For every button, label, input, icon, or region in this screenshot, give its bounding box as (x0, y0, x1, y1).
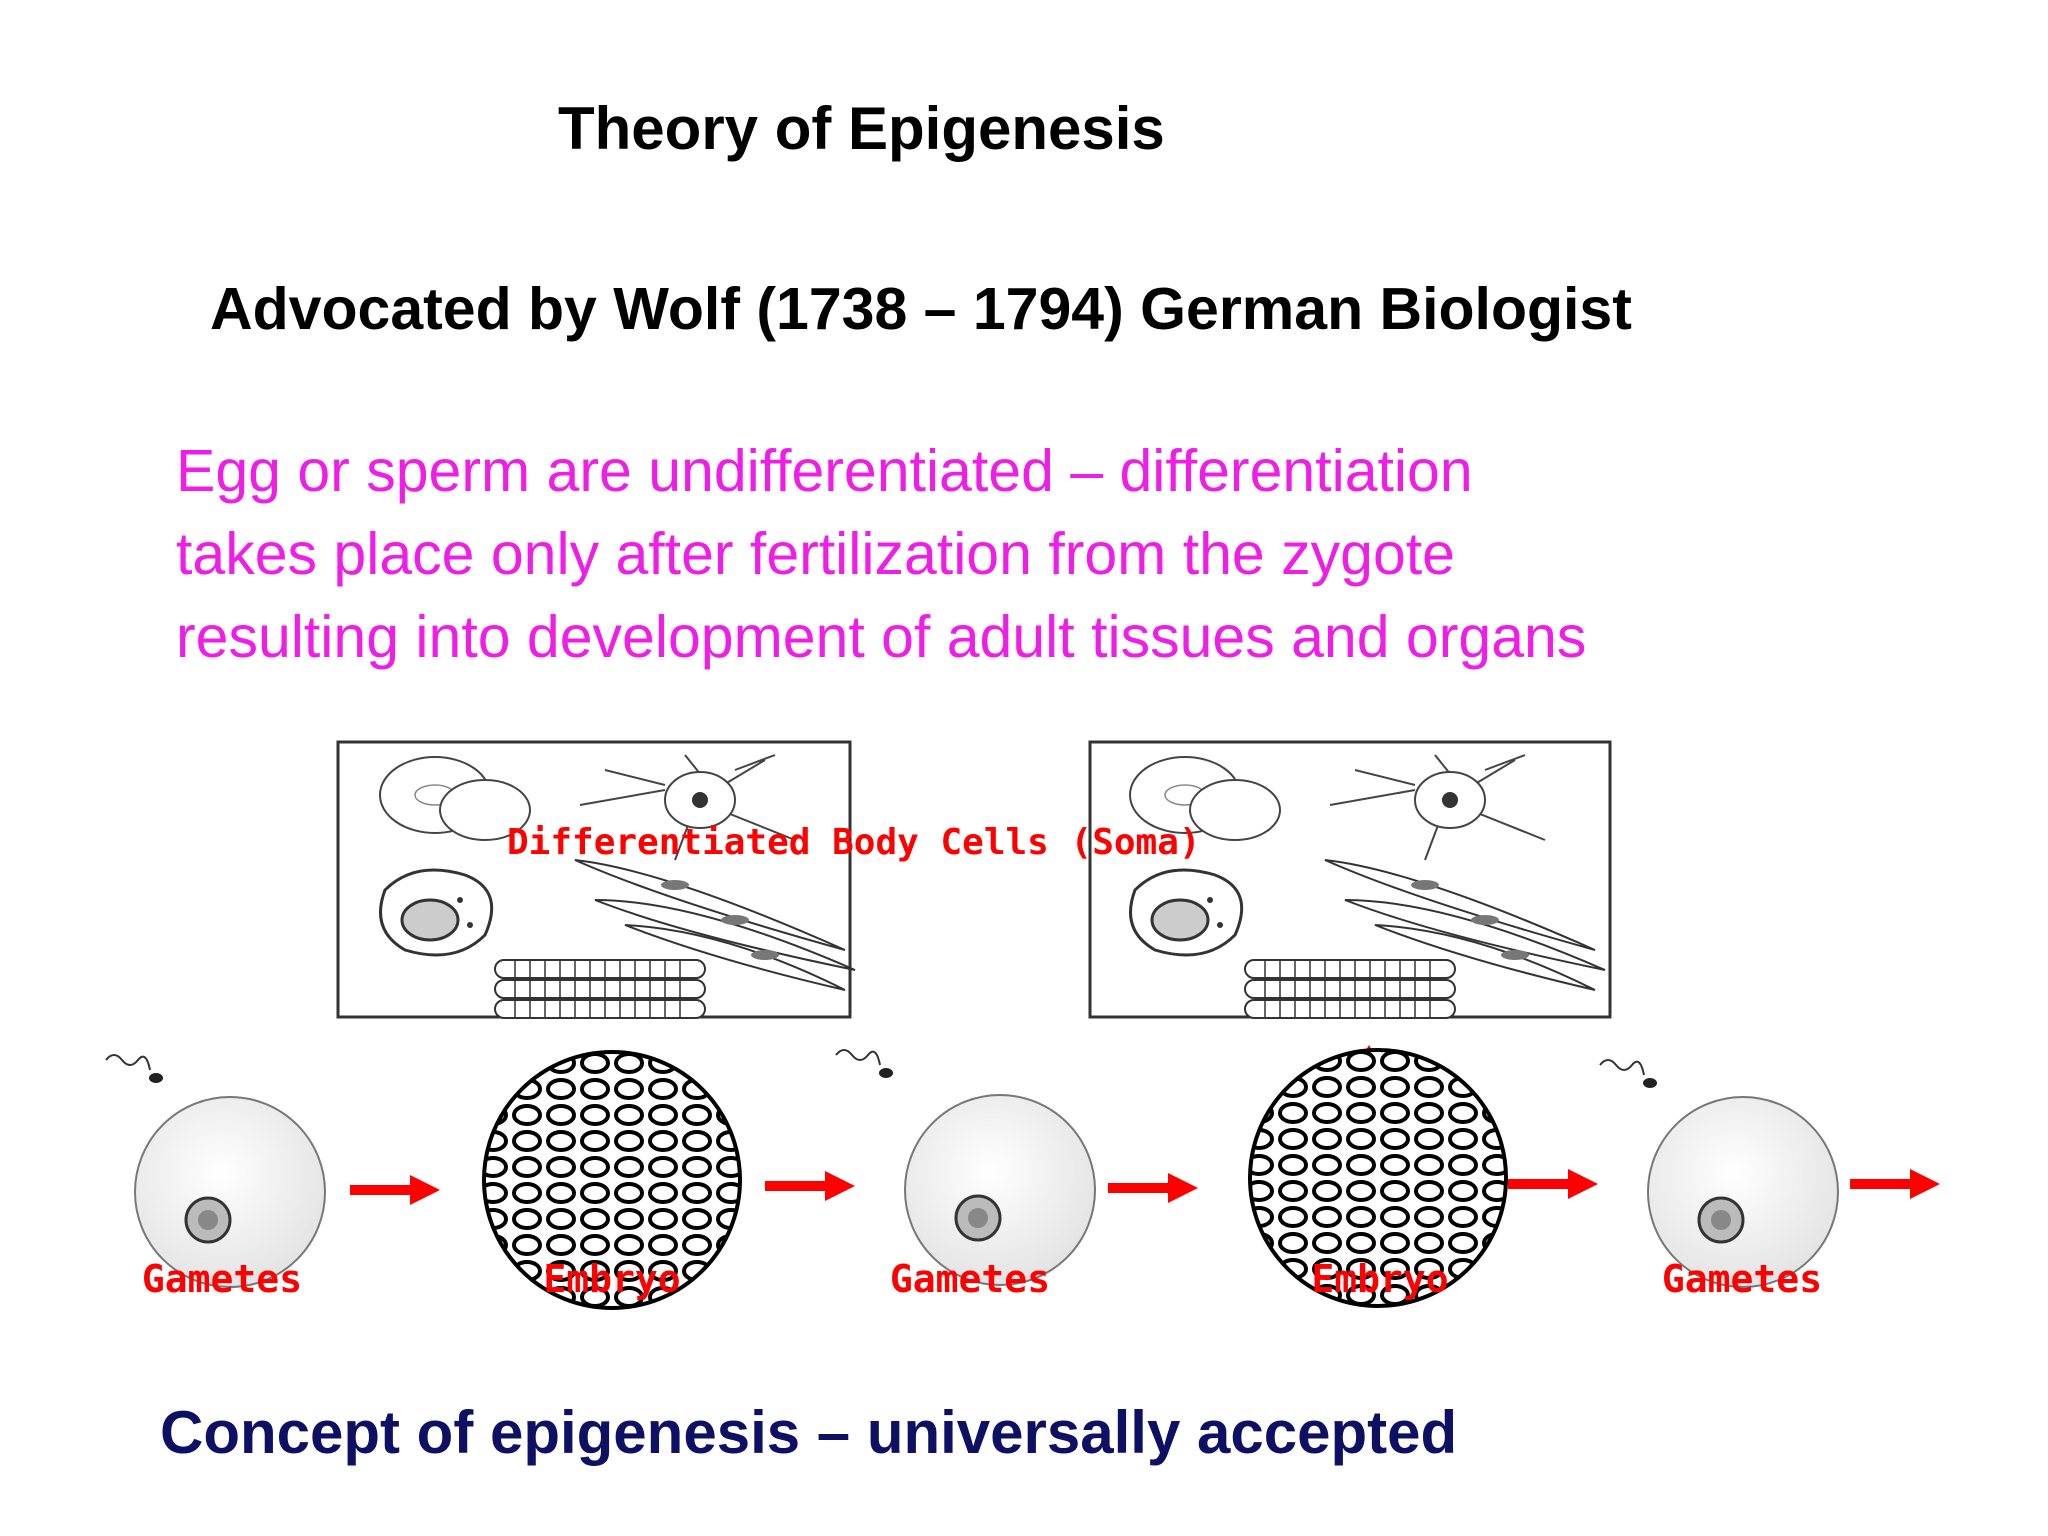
sperm-icon (1599, 1059, 1658, 1089)
arrow-right (765, 1171, 855, 1201)
stage-label: Gametes (890, 1257, 1050, 1301)
conclusion-text: Concept of epigenesis – universally acce… (160, 1399, 1458, 1466)
sperm-icon (105, 1054, 164, 1084)
description-line: takes place only after fertilization fro… (176, 521, 1455, 587)
arrow-right (1850, 1169, 1940, 1199)
panel-label: Differentiated Body Cells (Soma) (507, 822, 1201, 863)
sperm-icon (835, 1049, 894, 1079)
stage-label: Embryo (543, 1257, 680, 1301)
arrow-right (350, 1175, 440, 1205)
stage-label: Embryo (1311, 1257, 1448, 1301)
slide-subtitle: Advocated by Wolf (1738 – 1794) German B… (210, 276, 1632, 342)
epigenesis-diagram: Differentiated Body Cells (Soma) Gametes… (105, 740, 1940, 1310)
soma-panel-1 (336, 740, 857, 1020)
arrow-right (1508, 1169, 1598, 1199)
stage-label: Gametes (1662, 1257, 1822, 1301)
description: Egg or sperm are undifferentiated – diff… (176, 430, 1586, 679)
description-line: Egg or sperm are undifferentiated – diff… (176, 438, 1473, 504)
soma-panel-2 (1088, 740, 1612, 1020)
slide-title: Theory of Epigenesis (558, 95, 1165, 162)
description-line: resulting into development of adult tiss… (176, 604, 1587, 670)
stage-label: Gametes (142, 1257, 302, 1301)
